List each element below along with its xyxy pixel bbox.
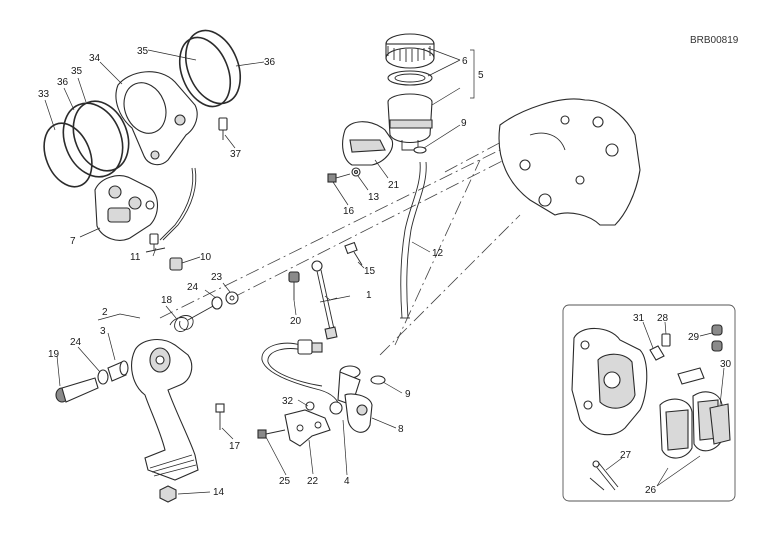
callout-28: 28	[657, 313, 669, 324]
callout-2: 2	[102, 307, 108, 318]
pushrod-1	[311, 260, 338, 340]
bushing-24-upper	[211, 296, 223, 310]
callout-30: 30	[720, 359, 732, 370]
callout-6: 6	[462, 56, 468, 67]
callout-18: 18	[161, 295, 173, 306]
caliper-bracket	[115, 71, 198, 166]
callout-36-upper: 36	[264, 57, 276, 68]
bolt-15	[344, 241, 363, 266]
callout-9-lower: 9	[405, 389, 411, 400]
assembly-axis-lines	[159, 139, 521, 356]
bracket-22	[284, 409, 331, 447]
callout-3: 3	[100, 326, 106, 337]
callout-22: 22	[307, 476, 319, 487]
caps-29	[711, 324, 723, 352]
seal-ring-35	[72, 100, 130, 172]
washer-23	[225, 291, 239, 305]
rear-master-cylinder	[329, 365, 373, 433]
callout-36-left: 36	[57, 77, 69, 88]
caliper-ring-set	[43, 29, 242, 188]
clamp-9-lower	[370, 375, 386, 385]
washer-24-lower	[97, 369, 109, 385]
bolt-16	[327, 173, 351, 183]
pad-spring	[677, 367, 705, 385]
bleed-valve-31	[649, 345, 665, 361]
diagram-code: BRB00819	[690, 35, 739, 46]
callout-9-upper: 9	[461, 118, 467, 129]
clamp-9-upper	[413, 146, 427, 154]
bolt-25	[257, 429, 286, 439]
leader-lines	[44, 47, 725, 495]
callout-21: 21	[388, 180, 400, 191]
bleed-valve-28	[661, 333, 671, 347]
callout-32: 32	[282, 396, 294, 407]
callout-1: 1	[366, 290, 372, 301]
frame-mounting-plate	[498, 98, 641, 226]
circlip-ring-33	[43, 122, 93, 188]
bolt-37	[218, 117, 228, 140]
reservoir-hose	[400, 161, 421, 319]
nut-14	[159, 485, 177, 503]
screw-10	[169, 257, 183, 271]
callout-24-upper: 24	[187, 282, 199, 293]
callout-5: 5	[478, 70, 484, 81]
caliper-brake-line	[159, 167, 194, 241]
brake-pedal-2	[131, 339, 199, 481]
reservoir-cap-6	[385, 33, 435, 69]
callout-25: 25	[279, 476, 291, 487]
callout-27: 27	[620, 450, 632, 461]
callout-7: 7	[70, 236, 76, 247]
seal-ring-35-upper	[178, 36, 232, 108]
callout-19: 19	[48, 349, 60, 360]
callout-4: 4	[344, 476, 350, 487]
callout-29: 29	[688, 332, 700, 343]
anti-squeal-shim-30	[709, 403, 731, 445]
callout-14: 14	[213, 487, 225, 498]
return-spring-18	[169, 304, 216, 332]
brake-light-switch-harness	[261, 339, 341, 409]
callout-33: 33	[38, 89, 50, 100]
callout-16: 16	[343, 206, 355, 217]
bushing-3	[107, 360, 129, 382]
callout-35-left: 35	[71, 66, 83, 77]
reservoir-body	[387, 93, 433, 151]
callout-15: 15	[364, 266, 376, 277]
callout-23: 23	[211, 272, 223, 283]
callout-24-lower: 24	[70, 337, 82, 348]
inset-caliper	[571, 327, 648, 436]
pivot-bolt-19	[55, 377, 99, 403]
bolt-17	[215, 403, 225, 430]
callout-numbers: 1 2 3 4 5 6 7 8 9 9 10 11 12 13 14 15 16…	[38, 46, 732, 498]
callout-10: 10	[200, 252, 212, 263]
callout-20: 20	[290, 316, 302, 327]
callout-17: 17	[229, 441, 241, 452]
reservoir-diaphragm	[387, 70, 433, 86]
callout-34: 34	[89, 53, 101, 64]
callout-26: 26	[645, 485, 657, 496]
callout-12: 12	[432, 248, 444, 259]
washer-13	[351, 167, 361, 177]
callout-13: 13	[368, 192, 380, 203]
callout-37: 37	[230, 149, 242, 160]
reservoir-bracket	[342, 121, 394, 166]
screw-20	[288, 271, 300, 300]
inset-panel	[562, 304, 736, 502]
rear-brake-caliper	[94, 175, 159, 241]
callout-35-upper: 35	[137, 46, 149, 57]
callout-8: 8	[398, 424, 404, 435]
seal-ring-36	[62, 102, 124, 178]
pad-pin-27	[589, 460, 619, 491]
brake-pad-inner	[659, 398, 693, 459]
washer-32	[305, 401, 315, 411]
callout-31: 31	[633, 313, 645, 324]
seal-ring-36-upper	[184, 29, 242, 105]
callout-11: 11	[130, 252, 141, 263]
